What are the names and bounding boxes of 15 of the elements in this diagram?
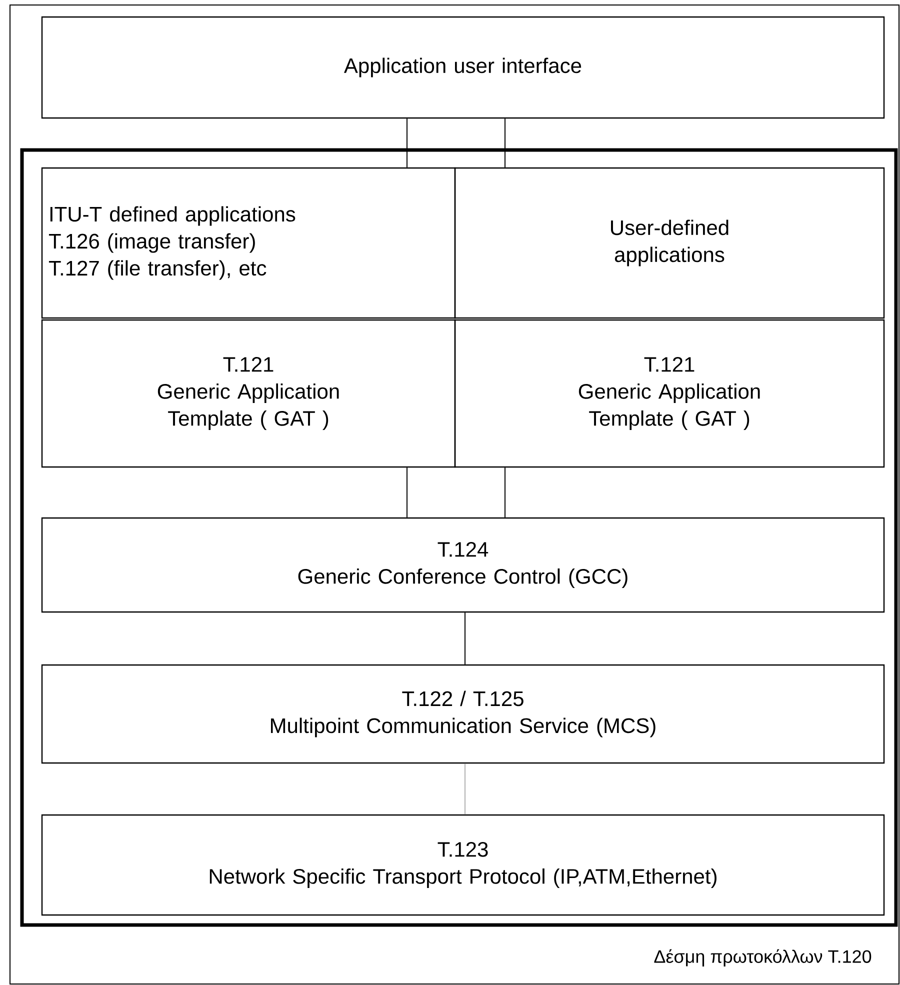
layer-box: User-defined applications — [454, 167, 885, 319]
connector-line — [504, 467, 506, 518]
connector-line — [406, 467, 408, 518]
layer-box: T.121 Generic Application Template ( GAT ) — [41, 319, 456, 468]
layer-box: T.121 Generic Application Template ( GAT ) — [454, 319, 885, 468]
layer-box: T.123 Network Specific Transport Protocol (IP,ATM,Ethernet) — [41, 814, 885, 916]
interface-box: Application user interface — [41, 16, 885, 119]
layer-box: ITU-T defined applications T.126 (image transfer) T.127 (file transfer), etc — [41, 167, 456, 319]
layer-box: T.124 Generic Conference Control (GCC) — [41, 517, 885, 613]
connector-line — [406, 118, 408, 168]
connector-line — [464, 763, 466, 815]
connector-line — [504, 118, 506, 168]
frame-caption: Δέσμη πρωτοκόλλων T.120 — [654, 949, 872, 966]
connector-line — [464, 612, 466, 665]
layer-box: T.122 / T.125 Multipoint Communication Service (MCS) — [41, 664, 885, 764]
